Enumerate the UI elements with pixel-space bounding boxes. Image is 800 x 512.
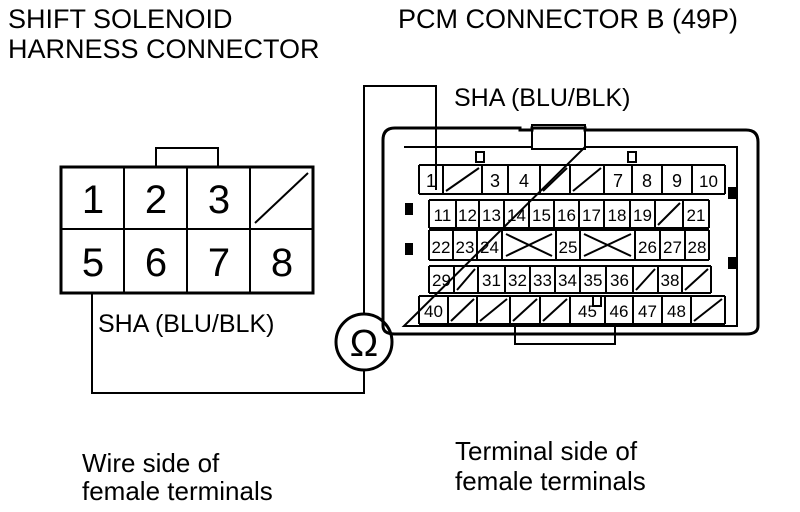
empty-cavity-slash bbox=[445, 167, 480, 192]
pcm-pin-label: 8 bbox=[642, 171, 652, 191]
pcm-bottom-latch bbox=[514, 325, 616, 345]
shift-connector-lock-tab bbox=[155, 147, 219, 168]
solenoid-wire-label: SHA (BLU/BLK) bbox=[98, 310, 275, 338]
pcm-pin-label: 19 bbox=[633, 206, 652, 225]
shift-solenoid-connector bbox=[59, 147, 315, 295]
blank-cavity-x bbox=[583, 233, 632, 257]
pcm-pin-label: 18 bbox=[608, 206, 627, 225]
test-lead-solenoid bbox=[91, 293, 365, 394]
empty-cavity-slash bbox=[456, 268, 476, 291]
pcm-pin-label: 45 bbox=[578, 302, 597, 321]
pcm-wire-label: SHA (BLU/BLK) bbox=[454, 84, 631, 112]
pcm-pin-label: 9 bbox=[672, 171, 682, 191]
empty-cavity-slash bbox=[684, 268, 709, 291]
pcm-pin-label: 36 bbox=[610, 271, 629, 290]
pcm-pin-label: 15 bbox=[532, 206, 551, 225]
pcm-pin-label: 23 bbox=[456, 238, 475, 257]
terminal-side-note-line1: Terminal side of bbox=[455, 436, 638, 466]
pcm-pin-label: 40 bbox=[424, 302, 443, 321]
pcm-pin-label: 7 bbox=[613, 171, 623, 191]
pcm-pin-label: 24 bbox=[480, 238, 499, 257]
wire-side-note-line2: female terminals bbox=[82, 476, 273, 506]
pcm-connector-title: PCM CONNECTOR B (49P) bbox=[398, 4, 739, 34]
empty-cavity-slash bbox=[693, 298, 723, 322]
pcm-pin-label: 32 bbox=[508, 271, 527, 290]
pcm-pin-label: 12 bbox=[458, 206, 477, 225]
empty-cavity-slash bbox=[542, 298, 568, 322]
pcm-pin-label: 38 bbox=[661, 271, 680, 290]
pcm-pin-label: 16 bbox=[557, 206, 576, 225]
empty-cavity-slash bbox=[542, 167, 568, 192]
empty-cavity-slash bbox=[572, 167, 602, 192]
pcm-pin-label: 29 bbox=[432, 271, 451, 290]
shift-connector-pin-labels: 1 2 3 5 6 7 8 bbox=[82, 178, 293, 285]
shift-pin-label: 2 bbox=[145, 178, 167, 222]
pcm-pin-label: 48 bbox=[667, 302, 686, 321]
shift-pin-label: 3 bbox=[208, 178, 230, 222]
pcm-pin-label: 11 bbox=[434, 206, 452, 225]
shift-pin-label: 7 bbox=[208, 241, 230, 285]
pcm-housing-outer bbox=[381, 126, 760, 336]
shift-solenoid-title-line1: SHIFT SOLENOID bbox=[8, 4, 233, 34]
pcm-pin-label: 10 bbox=[699, 172, 718, 191]
pcm-pin-label: 26 bbox=[638, 238, 657, 257]
empty-cavity-slash bbox=[254, 172, 309, 224]
shift-pin-label: 5 bbox=[82, 241, 104, 285]
pcm-pin-label: 17 bbox=[582, 206, 601, 225]
blank-cavity-x bbox=[505, 233, 553, 257]
pcm-pin-label: 13 bbox=[482, 206, 501, 225]
pcm-pin-label: 28 bbox=[688, 238, 707, 257]
pcm-pin-label: 25 bbox=[559, 238, 578, 257]
terminal-side-note-line2: female terminals bbox=[455, 466, 646, 496]
pcm-pin-label: 1 bbox=[426, 171, 436, 191]
shift-pin-label: 6 bbox=[145, 241, 167, 285]
shift-solenoid-title-line2: HARNESS CONNECTOR bbox=[8, 34, 320, 64]
pcm-pin-label: 31 bbox=[482, 271, 501, 290]
empty-cavity-slash bbox=[635, 268, 656, 291]
pcm-top-latch bbox=[531, 124, 586, 150]
empty-cavity-slash bbox=[512, 298, 538, 322]
test-lead-pcm bbox=[363, 85, 437, 313]
pcm-pin-label: 46 bbox=[610, 302, 629, 321]
pcm-pin-label: 3 bbox=[490, 171, 500, 191]
pcm-pin-label: 33 bbox=[533, 271, 552, 290]
pcm-pin-label: 14 bbox=[507, 206, 526, 225]
pcm-pin-label: 35 bbox=[584, 271, 603, 290]
ohm-symbol: Ω bbox=[350, 323, 378, 365]
pcm-pin-label: 21 bbox=[687, 206, 706, 225]
pcm-pin-label: 47 bbox=[638, 302, 657, 321]
empty-cavity-slash bbox=[657, 202, 681, 226]
pcm-pin-label: 27 bbox=[663, 238, 682, 257]
pcm-pin-label: 22 bbox=[432, 238, 451, 257]
pcm-pin-label: 34 bbox=[558, 271, 577, 290]
pcm-pin-label: 4 bbox=[519, 171, 529, 191]
empty-cavity-slash bbox=[450, 298, 475, 322]
ohmmeter-icon bbox=[334, 312, 394, 372]
shift-pin-label: 8 bbox=[271, 241, 293, 285]
wire-side-note-line1: Wire side of bbox=[82, 448, 220, 478]
shift-pin-label: 1 bbox=[82, 178, 104, 222]
empty-cavity-slash bbox=[479, 298, 508, 322]
